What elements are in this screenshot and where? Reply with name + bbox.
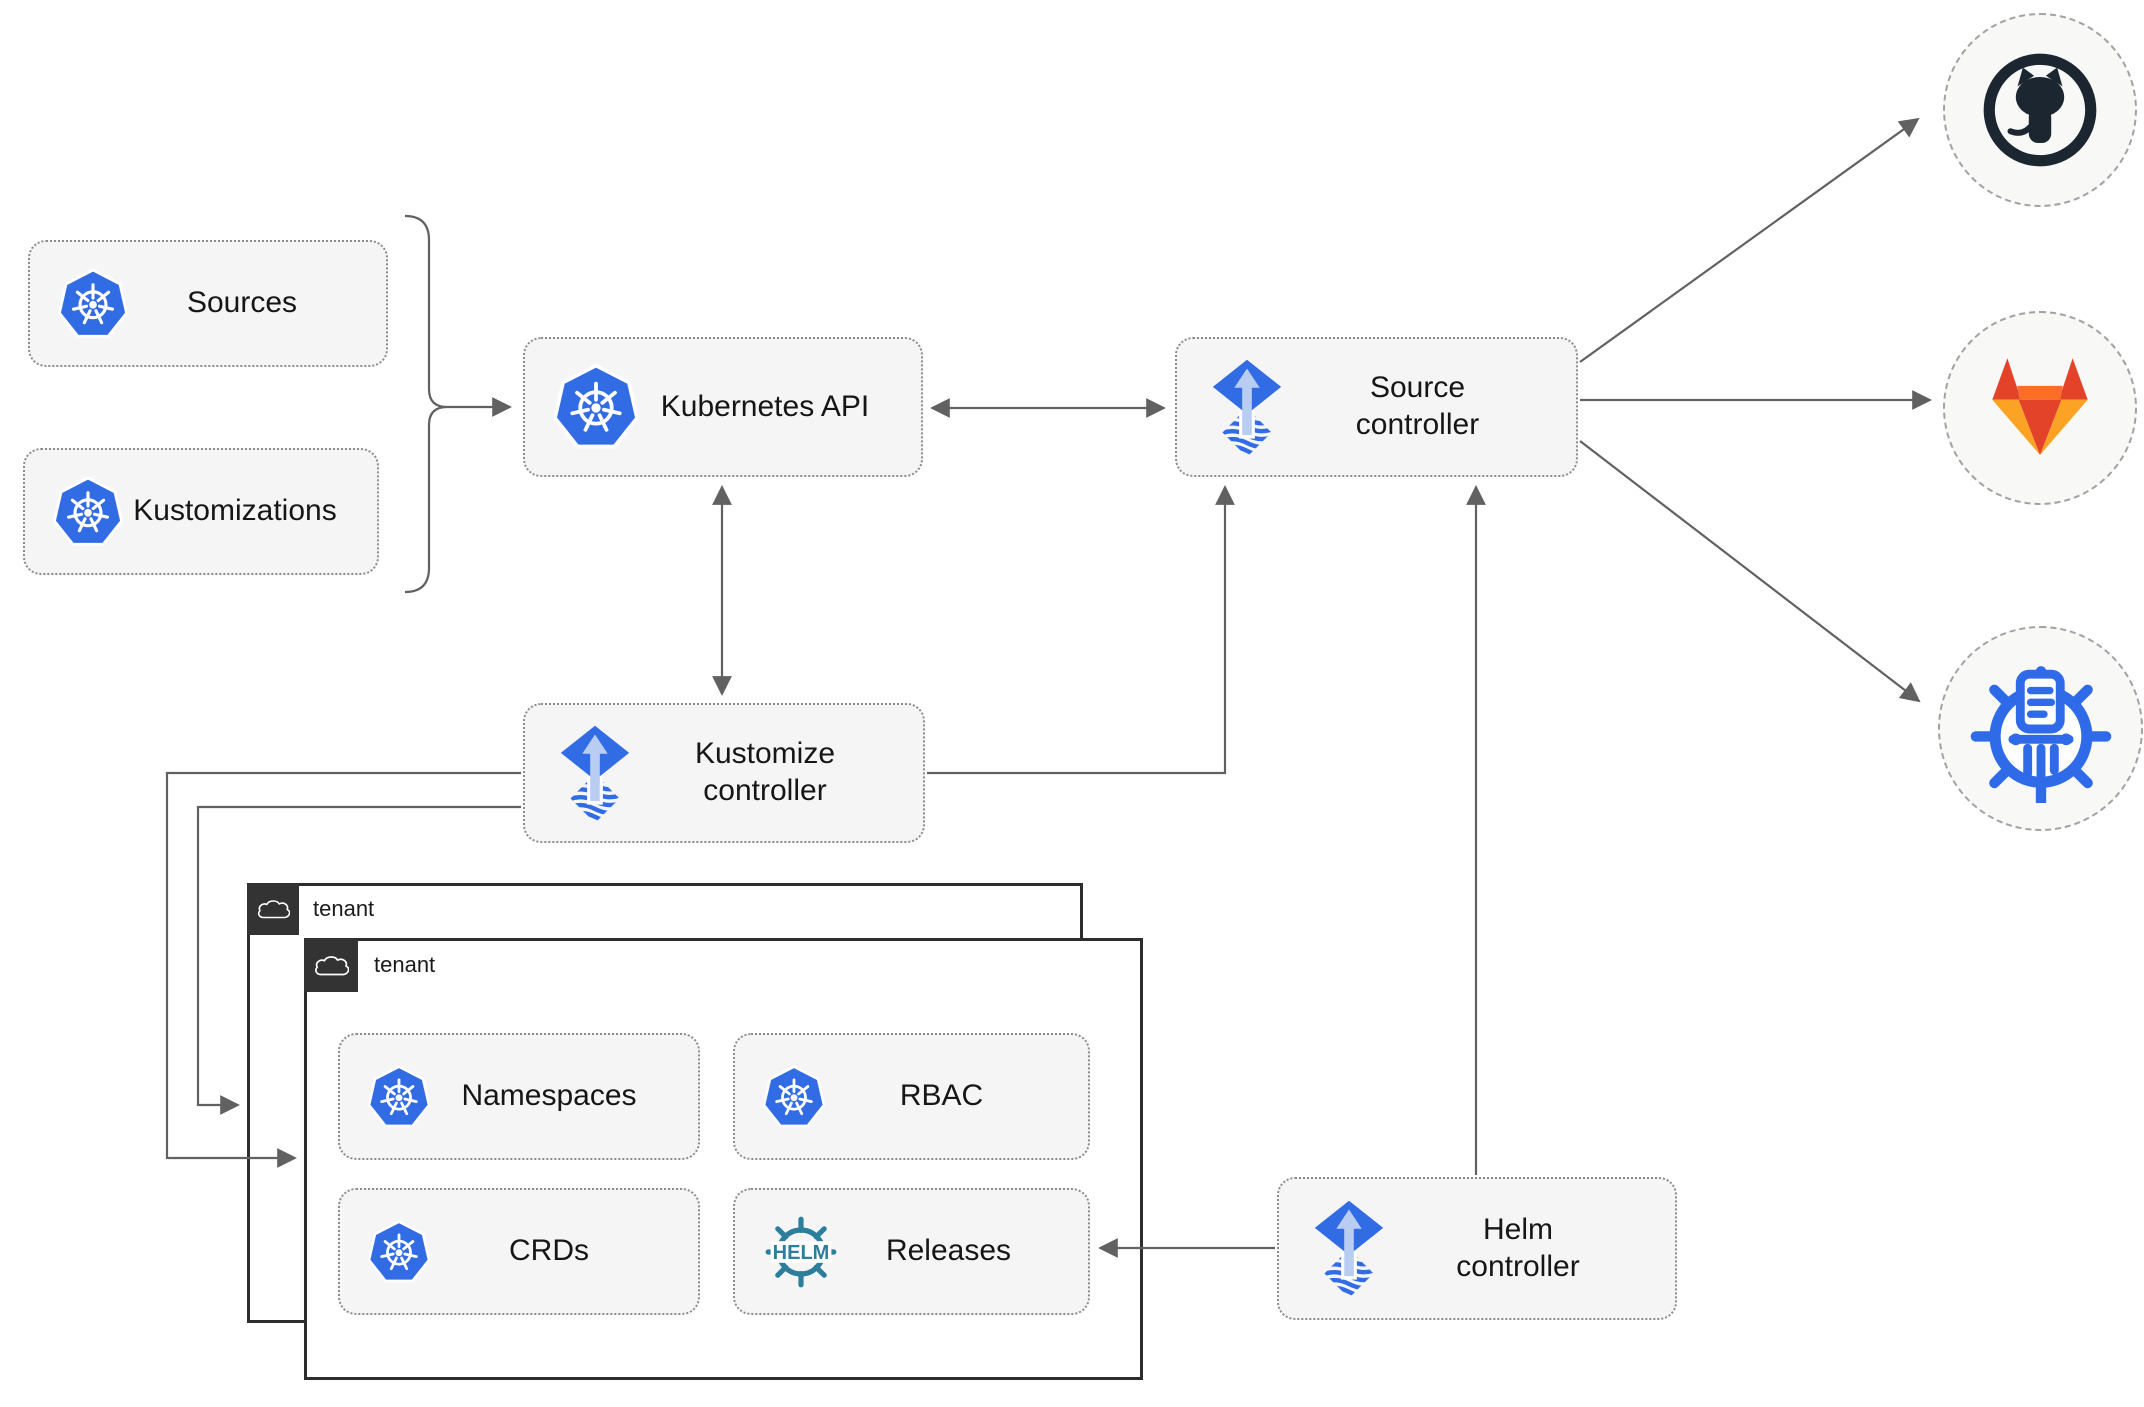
node-label: Namespaces [461, 1079, 637, 1113]
edge-source-to-github [1579, 117, 1920, 363]
node-kubernetes-api: Kubernetes API [523, 337, 923, 477]
edge-kustomize-to-source-controller [927, 485, 1235, 775]
node-kustomize-controller: Kustomize controller [523, 703, 925, 843]
kubernetes-icon [57, 267, 129, 338]
helm-wordmark: HELM [773, 1241, 830, 1263]
kubernetes-icon [367, 1219, 431, 1282]
node-namespaces: Namespaces [338, 1033, 700, 1160]
cloud-icon [315, 955, 349, 975]
node-source-controller: Source controller [1175, 337, 1578, 477]
tenant-inner-label: tenant [374, 952, 436, 977]
helm-icon: HELM [761, 1212, 841, 1292]
node-label: Kubernetes API [660, 389, 870, 423]
endpoint-helm-repository [1938, 626, 2143, 831]
node-sources: Sources [28, 240, 388, 367]
cloud-icon [257, 900, 290, 919]
kubernetes-icon [762, 1064, 826, 1127]
tenant-outer-label: tenant [313, 896, 375, 921]
node-label: Helm controller [1456, 1212, 1580, 1283]
tenant-inner-header [304, 938, 358, 992]
node-label: Releases [885, 1234, 1012, 1268]
edge-source-to-helm-repository [1579, 440, 1921, 703]
bracket-top [404, 214, 448, 409]
flux-icon [551, 724, 639, 823]
bracket-bottom [404, 405, 448, 594]
flux-icon [1203, 358, 1291, 457]
node-label: CRDs [509, 1234, 589, 1268]
endpoint-gitlab [1943, 311, 2137, 505]
node-kustomizations: Kustomizations [23, 448, 379, 575]
kubernetes-icon [52, 475, 124, 546]
endpoint-github [1943, 13, 2137, 207]
node-label: Kustomize controller [694, 737, 836, 807]
kubernetes-icon [367, 1064, 431, 1127]
node-label: Source controller [1355, 371, 1480, 441]
node-label: Kustomizations [133, 494, 337, 528]
node-label: Sources [186, 286, 298, 320]
node-helm-controller: Helm controller [1277, 1177, 1677, 1320]
node-rbac: RBAC [733, 1033, 1090, 1160]
node-releases: HELM Releases [733, 1188, 1090, 1315]
kubernetes-icon [553, 363, 639, 449]
github-icon [1981, 51, 2099, 169]
helm-repository-icon [1967, 655, 2115, 803]
node-label: RBAC [899, 1079, 984, 1113]
flux-icon [1305, 1199, 1393, 1298]
tenant-outer-header [247, 883, 299, 935]
gitlab-icon [1992, 357, 2088, 455]
node-crds: CRDs [338, 1188, 700, 1315]
